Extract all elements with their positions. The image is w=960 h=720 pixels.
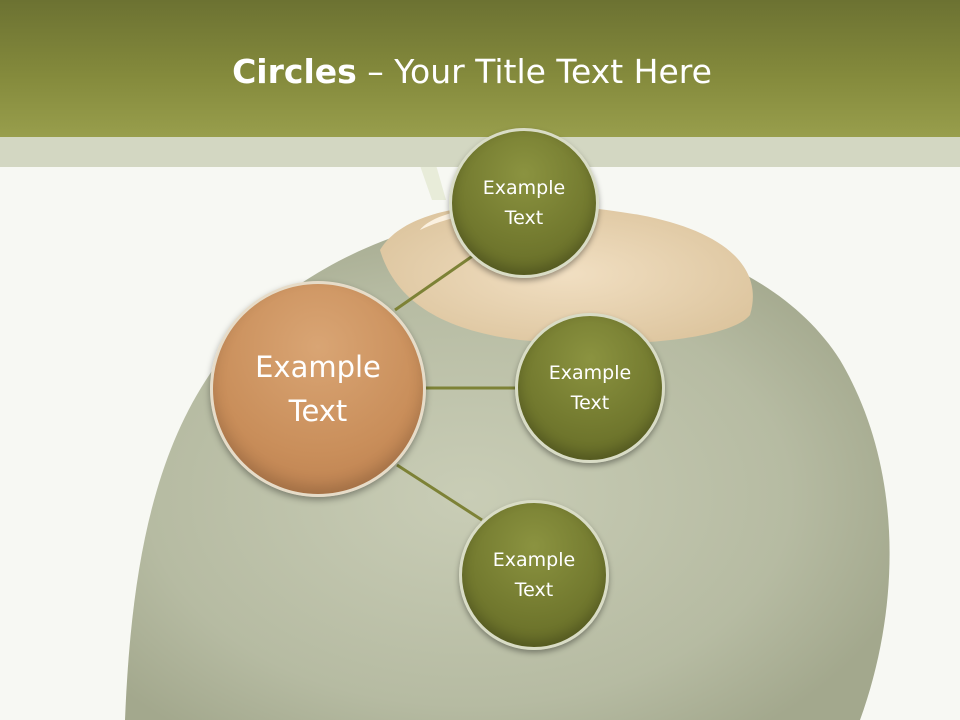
node-3-line1: Example [492,549,576,571]
node-circle-2: Example Text [515,313,665,463]
title-rest: – Your Title Text Here [356,52,712,91]
node-2-line1: Example [548,362,632,384]
node-1-line2: Text [504,207,544,229]
center-circle-line1: Example [255,350,381,384]
node-circle-3: Example Text [459,500,609,650]
center-circle: Example Text [210,281,426,497]
node-2-line2: Text [570,392,610,414]
node-circle-1: Example Text [449,128,599,278]
center-circle-line2: Text [288,394,348,428]
node-3-line2: Text [514,579,554,601]
connector-to-node-3 [396,463,483,522]
title-header-bar [0,0,960,137]
slide-title: Circles – Your Title Text Here [0,52,944,91]
title-bold: Circles [232,52,357,91]
connector-to-node-1 [394,253,475,312]
node-1-line1: Example [482,177,566,199]
